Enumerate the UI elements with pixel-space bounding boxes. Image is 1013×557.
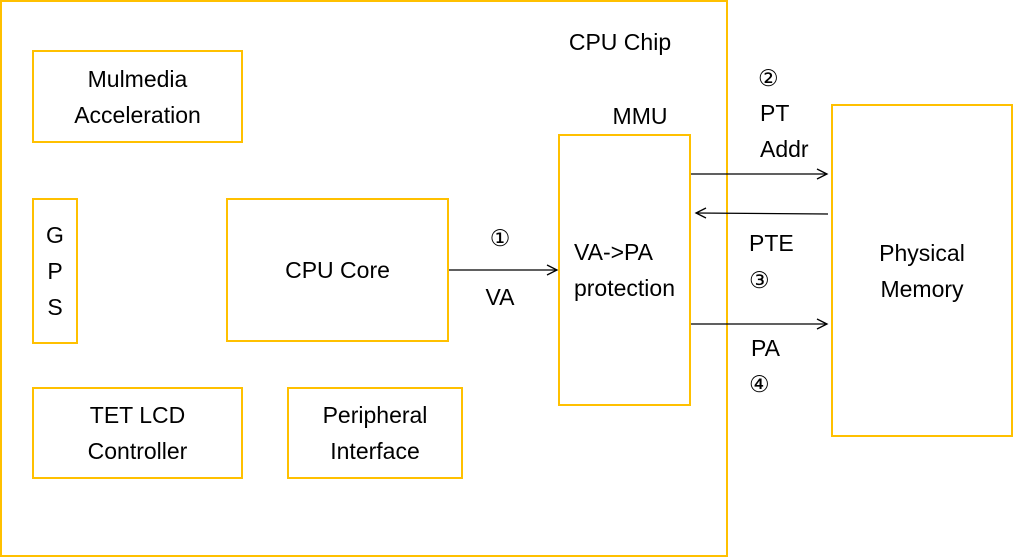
cpu-chip-label: CPU Chip <box>568 29 672 55</box>
pte-arrow <box>695 212 829 215</box>
gps-text: G P S <box>46 222 64 320</box>
mmu-label: MMU <box>612 103 668 129</box>
pt-addr-arrow-head <box>816 168 829 180</box>
pa-step-number: ④ <box>749 371 770 397</box>
multimedia-acceleration-text: Mulmedia Acceleration <box>74 65 201 128</box>
physical-memory-text: Physical Memory <box>879 239 965 302</box>
cpu-chip-container <box>0 0 728 557</box>
peripheral-interface-block: Peripheral Interface <box>287 387 463 479</box>
pte-arrow-head <box>694 207 707 219</box>
tft-lcd-controller-text: TET LCD Controller <box>87 402 188 464</box>
cpu-core-block: CPU Core <box>226 198 449 342</box>
multimedia-acceleration-block: Mulmedia Acceleration <box>32 50 243 143</box>
cpu-core-text: CPU Core <box>285 257 390 283</box>
pt-step-number: ② <box>758 65 779 91</box>
pte-step-number: ③ <box>749 267 770 293</box>
pte-label: PTE <box>749 230 794 256</box>
mmu-block: VA->PA protection <box>558 134 691 406</box>
pa-arrow-head <box>816 318 829 330</box>
pt-addr-label: PT Addr <box>760 100 809 162</box>
physical-memory-block: Physical Memory <box>831 104 1013 437</box>
peripheral-interface-text: Peripheral Interface <box>322 402 428 464</box>
mmu-text: VA->PA protection <box>573 239 675 301</box>
va-label: VA <box>485 284 515 310</box>
va-step-number: ① <box>489 225 511 251</box>
tft-lcd-controller-block: TET LCD Controller <box>32 387 243 479</box>
pa-label: PA <box>751 335 780 361</box>
va-arrow-head <box>546 264 559 276</box>
gps-block: G P S <box>32 198 78 344</box>
